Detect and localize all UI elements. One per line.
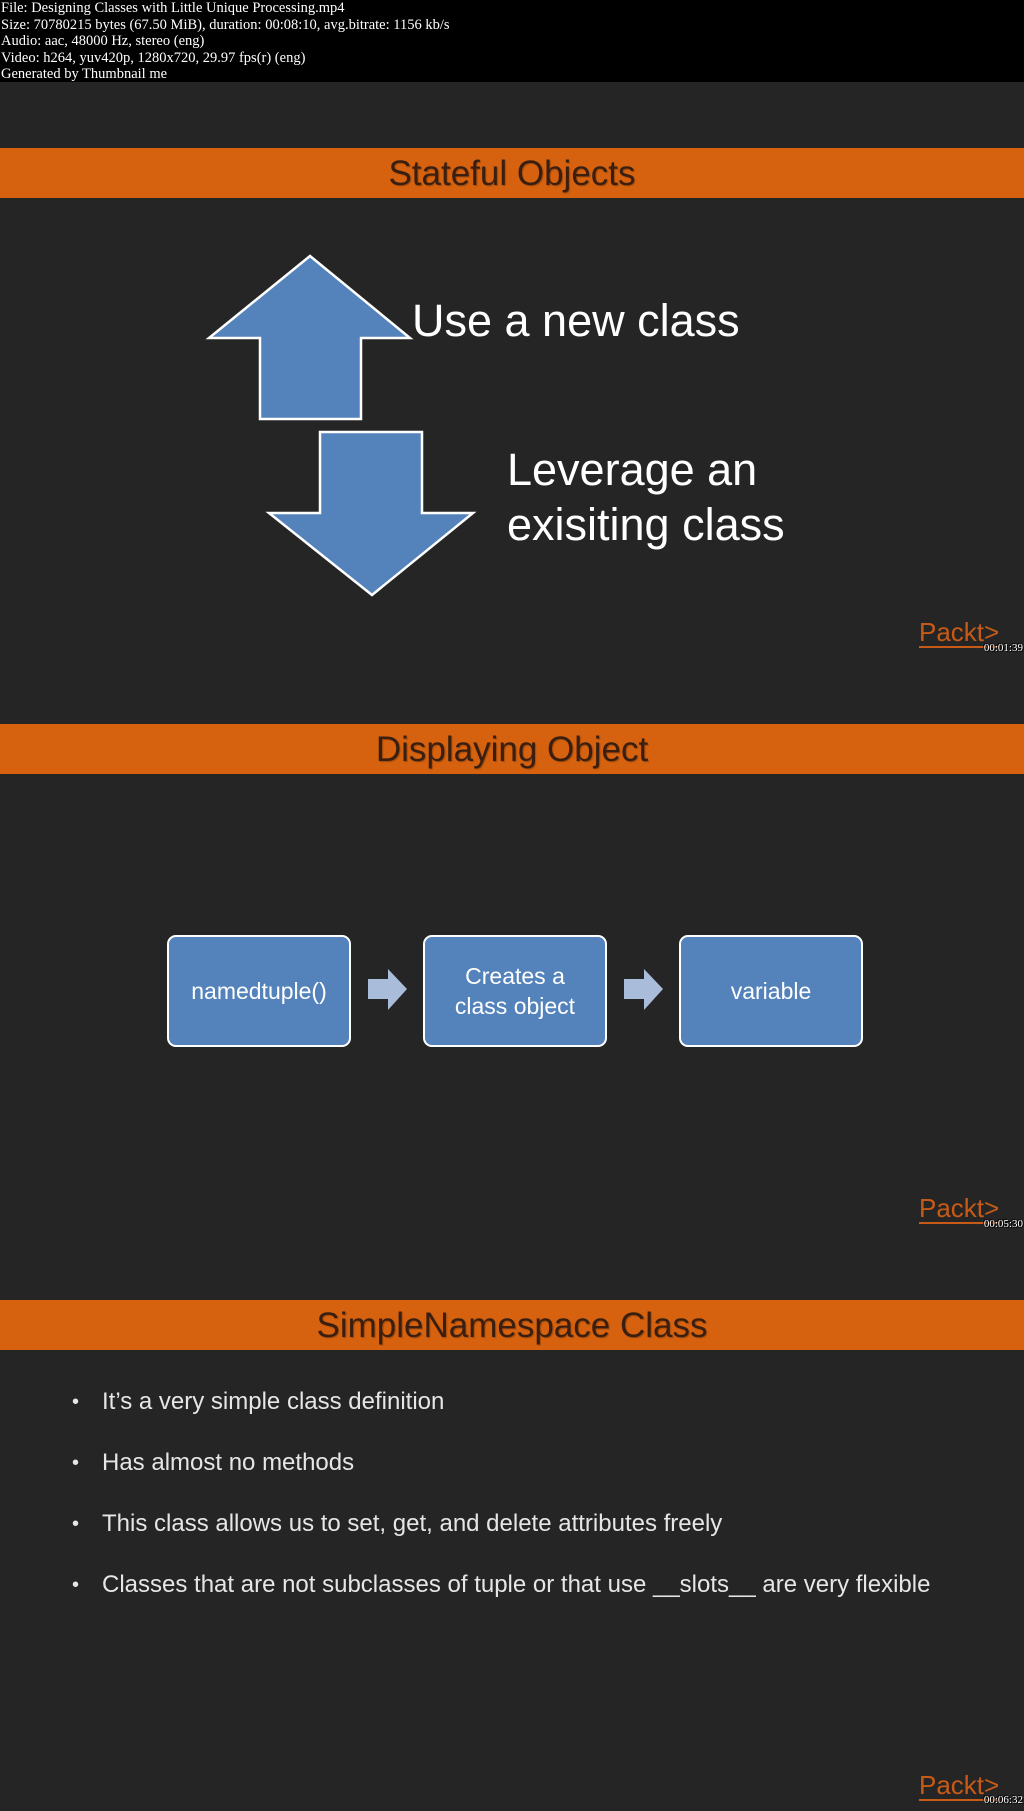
creates-class-box: Creates a class object [423, 935, 607, 1047]
variable-box: variable [679, 935, 863, 1047]
namedtuple-label: namedtuple() [191, 978, 327, 1004]
thumbnail-slide-1: Stateful Objects Use a new class Leverag… [0, 82, 1024, 658]
slide-title: Stateful Objects [0, 148, 1024, 198]
video-info-line: Video: h264, yuv420p, 1280x720, 29.97 fp… [1, 49, 306, 66]
bullet-list: • It’s a very simple class definition • Ha… [72, 1384, 1002, 1628]
list-item: • This class allows us to set, get, and d… [72, 1506, 1002, 1567]
list-item: • It’s a very simple class definition [72, 1384, 1002, 1445]
down-arrow-icon [265, 430, 477, 597]
timestamp: 00:06:32 [983, 1794, 1023, 1806]
file-name-line: File: Designing Classes with Little Uniq… [1, 0, 345, 16]
namedtuple-box: namedtuple() [167, 935, 351, 1047]
packt-logo: Packt> [919, 1194, 999, 1224]
right-arrow-icon [624, 969, 663, 1010]
slide-title: SimpleNamespace Class [0, 1300, 1024, 1350]
creates-class-line-1: Creates a [465, 963, 565, 989]
bullet-text: Classes that are not subclasses of tuple… [102, 1571, 931, 1598]
down-label-line-1: Leverage an [507, 444, 758, 495]
up-arrow-icon [205, 254, 414, 421]
file-size-line: Size: 70780215 bytes (67.50 MiB), durati… [1, 16, 450, 33]
slide-title: Displaying Object [0, 724, 1024, 774]
variable-label: variable [730, 978, 812, 1004]
creates-class-line-2: class object [454, 993, 576, 1019]
packt-logo-text: Packt> [919, 1193, 1000, 1223]
flow-arrows [368, 969, 663, 1010]
thumbnail-slide-3: SimpleNamespace Class • It’s a very simpl… [0, 1234, 1024, 1810]
audio-info-line: Audio: aac, 48000 Hz, stereo (eng) [1, 33, 205, 50]
timestamp: 00:01:39 [983, 642, 1023, 654]
bullet-icon: • [72, 1513, 80, 1535]
bullet-icon: • [72, 1391, 80, 1413]
thumbnail-slide-2: Displaying Object namedtuple() Creates a… [0, 658, 1024, 1234]
list-item: • Classes that are not subclasses of tupl… [72, 1567, 1002, 1628]
list-item: • Has almost no methods [72, 1445, 1002, 1506]
right-arrow-icon [368, 969, 407, 1010]
generator-line: Generated by Thumbnail me [1, 66, 168, 83]
file-info-header: File: Designing Classes with Little Uniq… [0, 0, 1024, 82]
down-label-line-2: exisiting class [507, 499, 785, 550]
bullet-icon: • [72, 1452, 80, 1474]
bullet-icon: • [72, 1574, 80, 1596]
packt-logo-text: Packt> [919, 617, 1000, 647]
packt-logo: Packt> [919, 618, 999, 648]
up-label: Use a new class [412, 295, 740, 346]
packt-logo: Packt> [919, 1771, 999, 1801]
packt-logo-text: Packt> [919, 1770, 1000, 1800]
arrows-diagram [205, 254, 477, 597]
bullet-text: Has almost no methods [102, 1449, 355, 1476]
bullet-text: It’s a very simple class definition [102, 1388, 445, 1415]
timestamp: 00:05:30 [983, 1218, 1023, 1230]
bullet-text: This class allows us to set, get, and de… [102, 1510, 723, 1537]
